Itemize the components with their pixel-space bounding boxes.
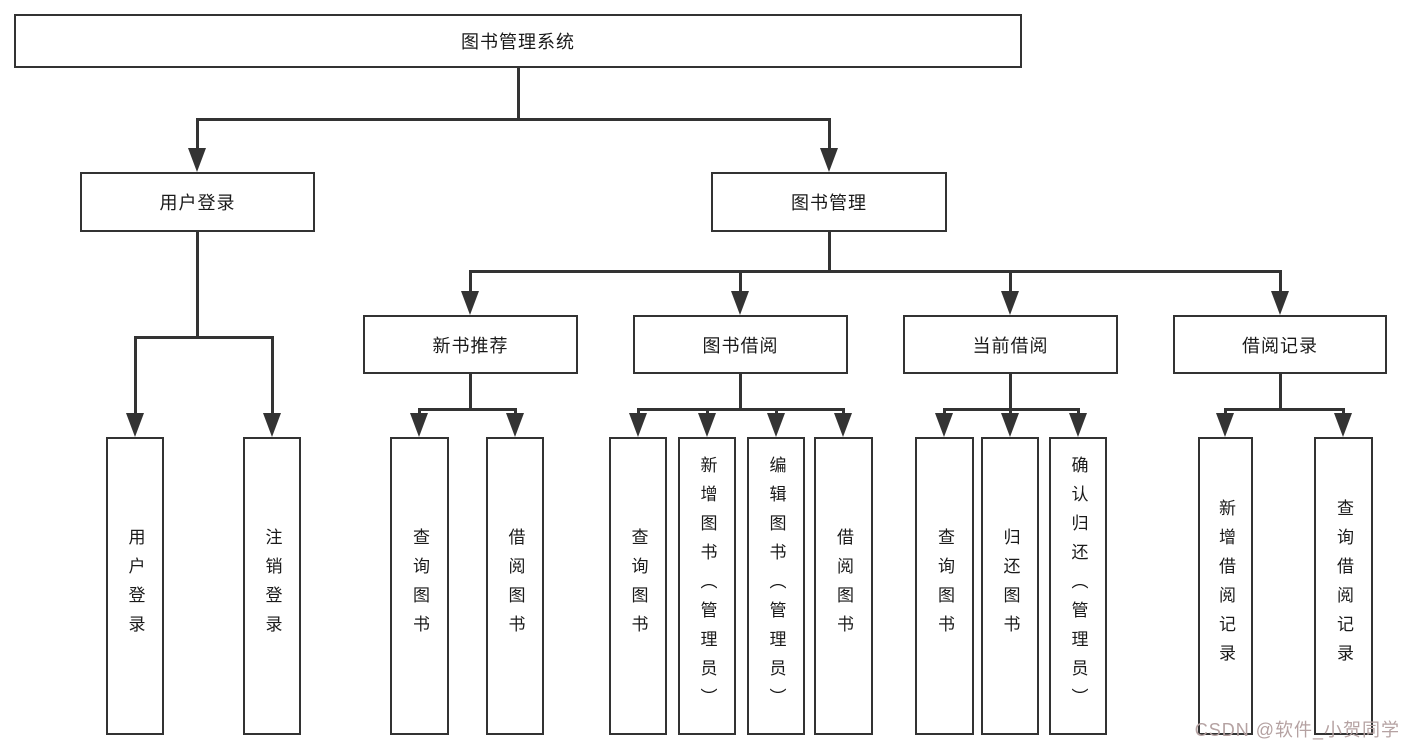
arrowhead-icon <box>126 413 144 437</box>
arrowhead-icon <box>1334 413 1352 437</box>
node-library-management-system: 图书管理系统 <box>14 14 1022 68</box>
arrowhead-icon <box>410 413 428 437</box>
leaf-cb-confirm-return-admin: 确认归还（管理员） <box>1049 437 1107 735</box>
leaf-label: 注销登录 <box>262 528 282 644</box>
connector-drop <box>706 408 709 416</box>
arrowhead-icon <box>935 413 953 437</box>
leaf-bb-edit-books-admin: 编辑图书（管理员） <box>747 437 805 735</box>
connector-userlogin-hbar <box>134 336 274 339</box>
leaf-bb-add-books-admin: 新增图书（管理员） <box>678 437 736 735</box>
connector-drop <box>842 408 845 416</box>
node-book-management: 图书管理 <box>711 172 947 232</box>
connector-drop-book-borrow <box>739 270 742 294</box>
leaf-label: 确认归还（管理员） <box>1068 455 1088 717</box>
connector-bookborrow-hbar <box>637 408 845 411</box>
node-label: 图书借阅 <box>702 335 779 356</box>
leaf-bb-borrow-books: 借阅图书 <box>814 437 873 735</box>
leaf-label: 用户登录 <box>125 528 145 644</box>
connector-root-hbar <box>196 118 831 121</box>
node-label: 借阅记录 <box>1242 335 1318 356</box>
leaf-label: 归还图书 <box>1000 528 1020 644</box>
node-borrowing-records: 借阅记录 <box>1173 315 1387 374</box>
leaf-user-login: 用户登录 <box>106 437 164 735</box>
connector-drop <box>1342 408 1345 416</box>
connector-root-stem <box>517 68 520 118</box>
node-label: 新书推荐 <box>432 335 509 356</box>
arrowhead-icon <box>731 291 749 315</box>
node-user-login: 用户登录 <box>80 172 315 232</box>
leaf-label: 新增借阅记录 <box>1216 499 1235 673</box>
leaf-label: 借阅图书 <box>505 528 525 644</box>
arrowhead-icon <box>698 413 716 437</box>
leaf-label: 查询图书 <box>410 528 429 644</box>
node-book-borrowing: 图书借阅 <box>633 315 848 374</box>
arrowhead-icon <box>506 413 524 437</box>
connector-newbook-stem <box>469 374 472 408</box>
connector-drop <box>1077 408 1080 416</box>
leaf-logout-login: 注销登录 <box>243 437 301 735</box>
arrowhead-icon <box>1001 291 1019 315</box>
leaf-br-add-record: 新增借阅记录 <box>1198 437 1253 735</box>
leaf-label: 查询图书 <box>935 528 954 644</box>
connector-drop-book-management <box>828 118 831 152</box>
connector-borrowrecord-hbar <box>1224 408 1345 411</box>
leaf-bb-query-books: 查询图书 <box>609 437 667 735</box>
leaf-cb-query-books: 查询图书 <box>915 437 974 735</box>
leaf-br-query-record: 查询借阅记录 <box>1314 437 1373 735</box>
node-label: 图书管理系统 <box>461 32 575 52</box>
connector-bookmgmt-hbar <box>469 270 1282 273</box>
node-label: 用户登录 <box>159 193 236 213</box>
connector-drop <box>418 408 421 416</box>
leaf-nb-query-books: 查询图书 <box>390 437 449 735</box>
connector-drop <box>775 408 778 416</box>
node-label: 当前借阅 <box>972 335 1049 356</box>
connector-drop-current-borrow <box>1009 270 1012 294</box>
arrowhead-icon <box>1271 291 1289 315</box>
node-new-book-recommend: 新书推荐 <box>363 315 578 374</box>
arrowhead-icon <box>629 413 647 437</box>
connector-drop-new-book <box>469 270 472 294</box>
connector-drop <box>1009 408 1012 416</box>
arrowhead-icon <box>767 413 785 437</box>
connector-drop-borrow-record <box>1279 270 1282 294</box>
connector-drop-user-login <box>196 118 199 152</box>
node-label: 图书管理 <box>791 193 867 213</box>
arrowhead-icon <box>461 291 479 315</box>
node-current-borrowing: 当前借阅 <box>903 315 1118 374</box>
connector-currentborrow-stem <box>1009 374 1012 408</box>
connector-drop <box>1224 408 1227 416</box>
connector-drop <box>943 408 946 416</box>
csdn-watermark: CSDN @软件_小贺同学 <box>1194 720 1400 740</box>
arrowhead-icon <box>1216 413 1234 437</box>
leaf-label: 查询借阅记录 <box>1334 499 1353 673</box>
arrowhead-icon <box>1001 413 1019 437</box>
connector-drop-leaf-logout <box>271 336 274 416</box>
arrowhead-icon <box>820 148 838 172</box>
leaf-label: 编辑图书（管理员） <box>766 455 786 717</box>
leaf-nb-borrow-books: 借阅图书 <box>486 437 544 735</box>
arrowhead-icon <box>1069 413 1087 437</box>
leaf-label: 新增图书（管理员） <box>697 455 717 717</box>
connector-drop <box>637 408 640 416</box>
arrowhead-icon <box>263 413 281 437</box>
connector-bookborrow-stem <box>739 374 742 408</box>
connector-newbook-hbar <box>418 408 517 411</box>
connector-borrowrecord-stem <box>1279 374 1282 408</box>
connector-drop-leaf-user-login <box>134 336 137 416</box>
connector-drop <box>514 408 517 416</box>
leaf-label: 查询图书 <box>628 528 648 644</box>
arrowhead-icon <box>188 148 206 172</box>
connector-bookmgmt-stem <box>828 232 831 270</box>
leaf-label: 借阅图书 <box>834 528 853 644</box>
connector-userlogin-stem <box>196 232 199 336</box>
leaf-cb-return-books: 归还图书 <box>981 437 1039 735</box>
arrowhead-icon <box>834 413 852 437</box>
